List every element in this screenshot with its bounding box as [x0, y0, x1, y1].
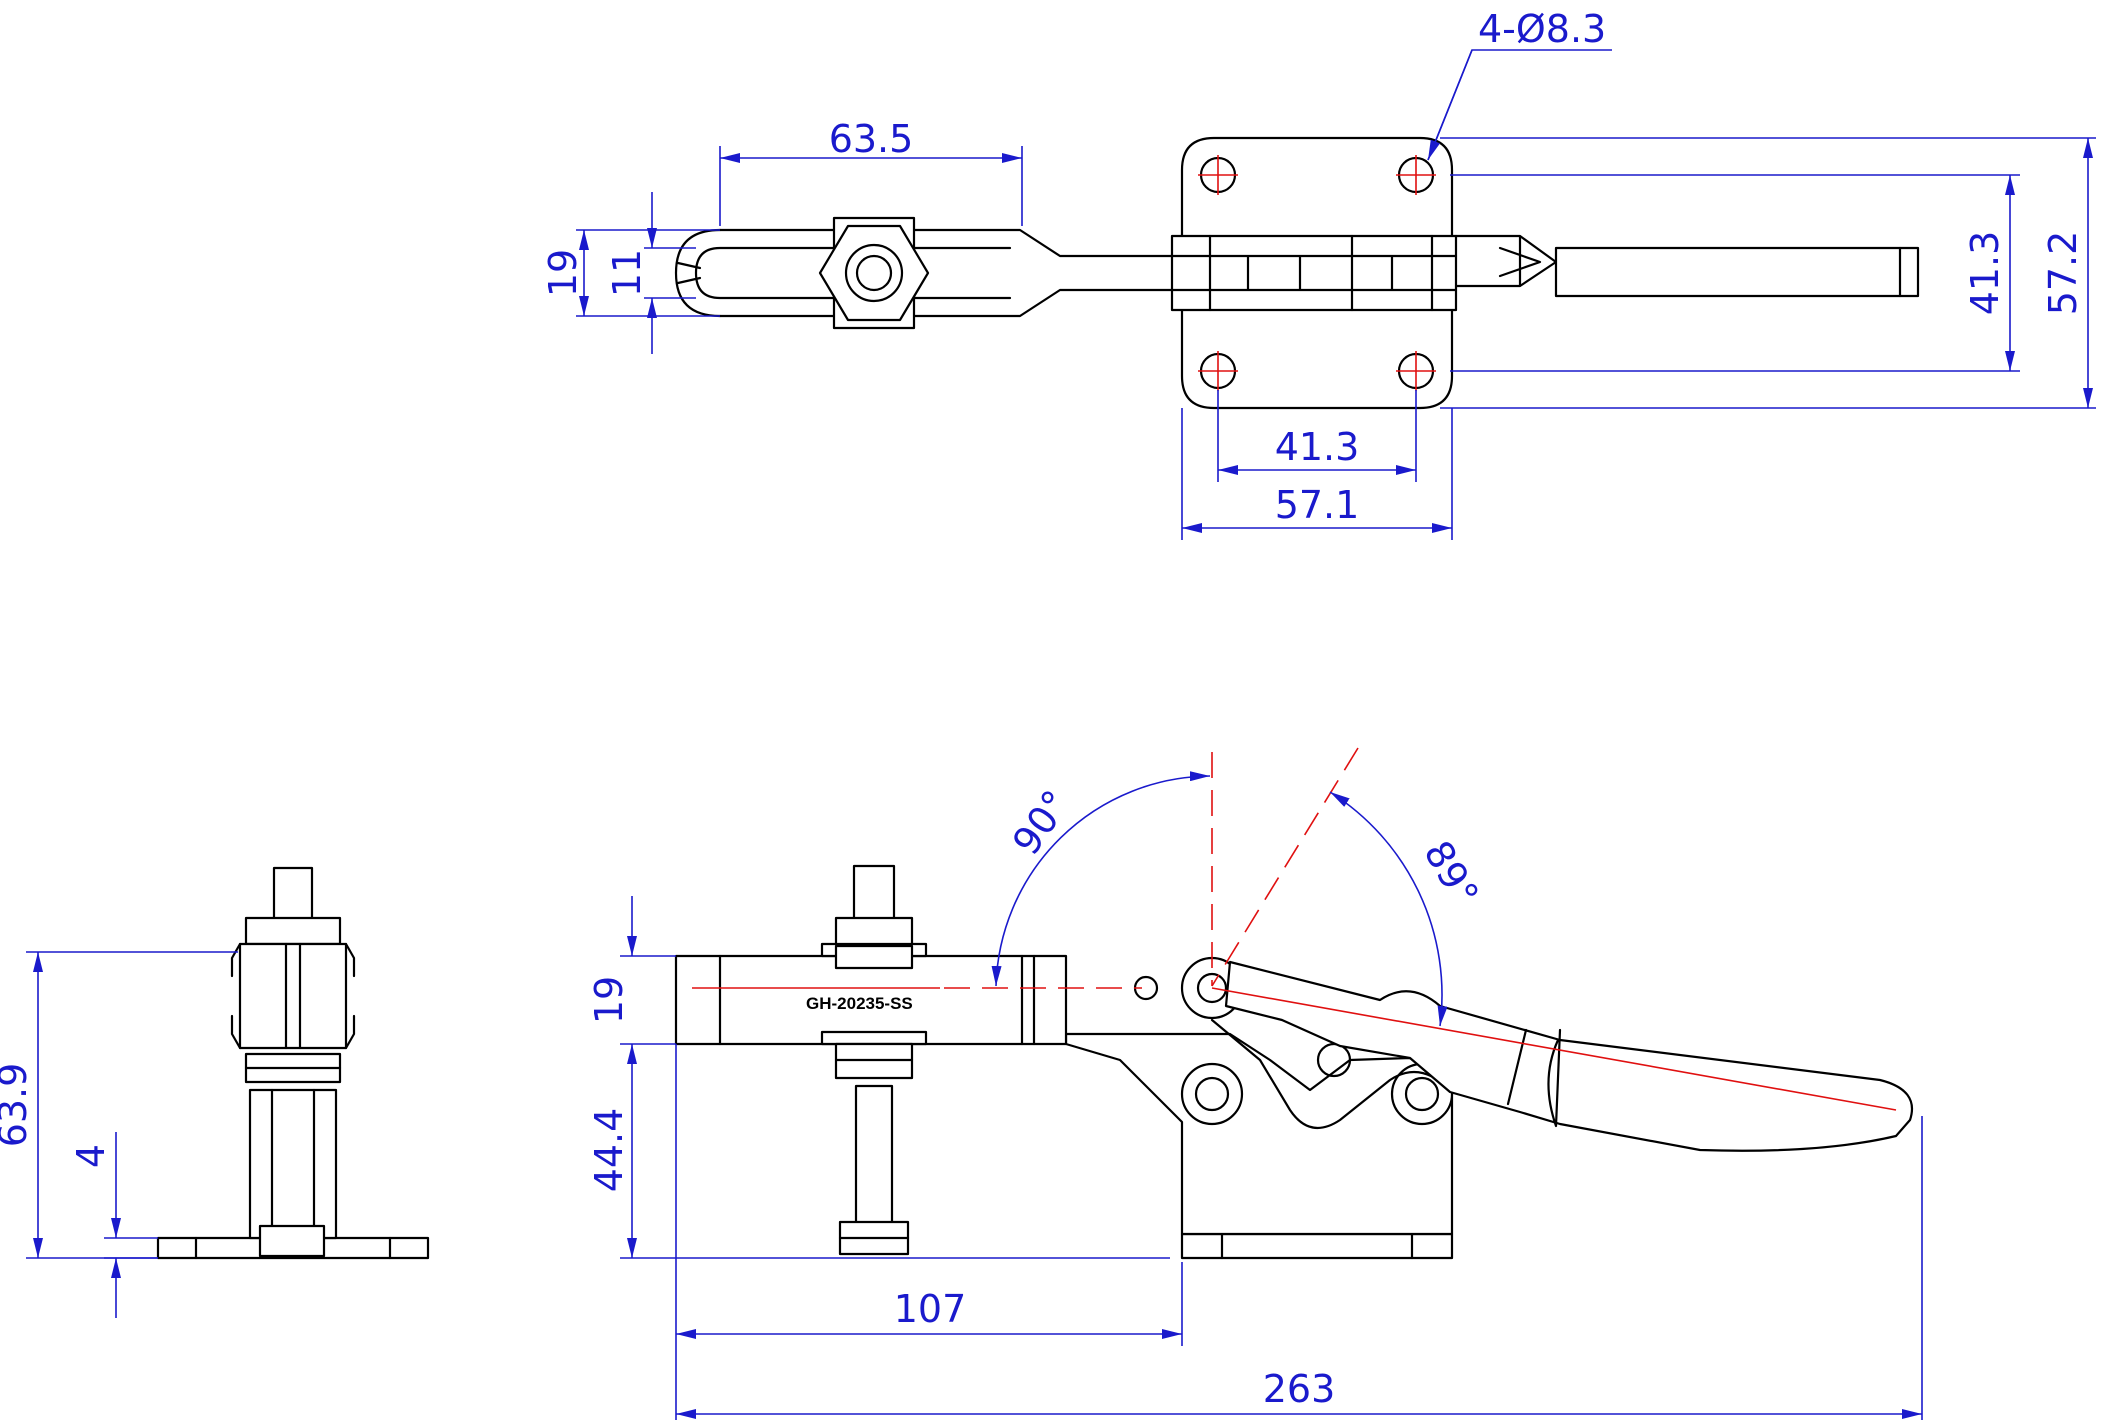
dim-hole-callout-label: 4-Ø8.3 — [1478, 7, 1606, 51]
dim-top-57-2-vert: 57.2 — [1440, 137, 2096, 409]
top-slot-end — [674, 228, 1012, 318]
end-view: 63.9 4 — [0, 866, 430, 1318]
side-base — [1180, 1232, 1454, 1260]
end-top-nut — [244, 916, 342, 946]
dim-base-width-v-label: 57.2 — [2041, 231, 2085, 316]
dim-side-44-4: 44.4 — [587, 1044, 1170, 1259]
dim-hole-spacing-v-label: 41.3 — [1963, 231, 2007, 316]
dim-top-19: 19 — [541, 229, 720, 317]
dim-opening-angle-label: 89° — [1415, 833, 1487, 913]
dim-slot-outer-label: 19 — [541, 249, 585, 297]
dim-top-41-3-horiz: 41.3 — [1217, 390, 1417, 482]
dim-end-63-9: 63.9 — [0, 951, 238, 1259]
dim-side-107: 107 — [675, 1044, 1183, 1420]
dim-side-263: 263 — [676, 1116, 1923, 1420]
dim-top-63-5: 63.5 — [719, 117, 1023, 226]
top-clamp-bar — [718, 228, 1174, 318]
model-label: GH-20235-SS — [806, 994, 913, 1013]
dim-bar-length-label: 63.5 — [829, 117, 914, 161]
dim-end-base-thickness-label: 4 — [69, 1144, 113, 1168]
dim-overall-length-label: 263 — [1263, 1367, 1336, 1411]
top-mounting-holes — [1198, 155, 1436, 391]
dim-top-11: 11 — [605, 192, 696, 354]
dim-hole-spacing-h-label: 41.3 — [1275, 425, 1360, 469]
dim-bar-height-label: 19 — [587, 976, 631, 1024]
dim-bar-to-pivot-label: 107 — [894, 1287, 967, 1331]
dim-top-57-1-horiz: 57.1 — [1181, 408, 1453, 540]
top-view: 63.5 19 11 4-Ø8.3 41.3 57.2 — [541, 7, 2096, 540]
top-spindle-nut — [818, 216, 930, 330]
dim-top-hole-callout: 4-Ø8.3 — [1427, 7, 1612, 161]
side-spindle — [854, 1084, 894, 1228]
top-handle-grip — [1554, 246, 1920, 298]
dim-end-4: 4 — [69, 1132, 158, 1318]
top-handle-taper — [1454, 234, 1558, 288]
dim-handle-angle-label: 90° — [1004, 782, 1079, 862]
dim-side-19: 19 — [587, 896, 676, 1045]
dim-top-41-3-vert: 41.3 — [1450, 174, 2020, 372]
top-linkage-body — [1170, 234, 1458, 312]
end-spindle-top — [272, 866, 314, 922]
end-bottom-nut — [258, 1224, 326, 1258]
dim-slot-inner-label: 11 — [605, 249, 649, 297]
side-body — [1064, 1032, 1454, 1236]
dim-base-width-h-label: 57.1 — [1275, 483, 1360, 527]
dim-height-below-label: 44.4 — [587, 1108, 631, 1193]
top-base-plate — [1180, 136, 1454, 410]
dim-side-90deg: 90° — [991, 771, 1211, 987]
dim-end-height-label: 63.9 — [0, 1063, 35, 1148]
side-view: GH-20235-SS 90° — [587, 747, 1923, 1420]
side-upper-nut — [834, 916, 914, 948]
